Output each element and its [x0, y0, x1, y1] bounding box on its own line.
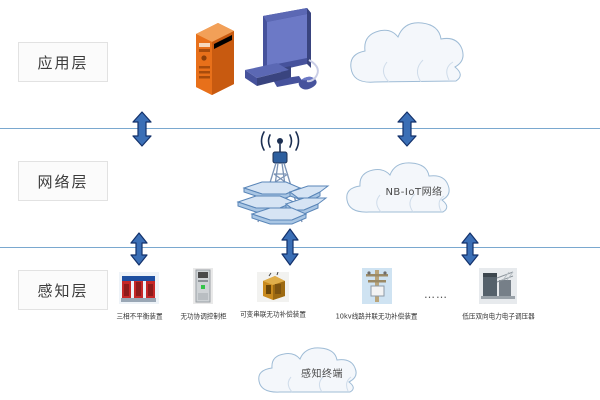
perception-cloud-label: 感知终端: [301, 368, 343, 380]
nbiot-cloud-label: NB-IoT网络: [385, 186, 443, 198]
arrow-network-to-sense-center: [279, 228, 301, 266]
server-tower-icon: [192, 20, 238, 98]
transformer-icon: [119, 272, 159, 309]
compensator-icon: [257, 271, 289, 307]
cell-tower-icon: [228, 126, 332, 233]
layer-label-perception: 感知层: [37, 281, 89, 300]
application-cloud: [345, 10, 485, 102]
sidebar-item-perception-layer[interactable]: 感知层: [18, 270, 108, 310]
cabinet-icon: [193, 268, 213, 309]
device-list-ellipsis: ……: [424, 288, 448, 301]
device-variable-series-compensation[interactable]: 可变串联无功补偿装置: [240, 271, 306, 320]
perception-terminal-cloud: 感知终端: [252, 344, 392, 400]
application-cloud-label: [345, 10, 485, 102]
divider-network-perception: [0, 247, 600, 248]
sidebar-item-application-layer[interactable]: 应用层: [18, 42, 108, 82]
device-caption: 三相不平衡装置: [115, 312, 163, 321]
device-10kv-shunt-compensation[interactable]: 10kv线路并联无功补偿装置: [336, 268, 418, 322]
regulator-icon: [479, 268, 517, 309]
desktop-computer-icon: [245, 8, 343, 108]
sidebar-item-network-layer[interactable]: 网络层: [18, 161, 108, 201]
layer-label-application: 应用层: [37, 53, 89, 72]
arrow-app-to-network-left: [131, 111, 153, 147]
arrow-network-to-sense-left: [128, 232, 150, 266]
device-caption: 低压双向电力电子调压器: [461, 312, 535, 321]
nbiot-network-cloud: NB-IoT网络: [341, 158, 487, 222]
arrow-network-to-sense-right: [459, 232, 481, 266]
device-three-phase-unbalance[interactable]: 三相不平衡装置: [110, 272, 168, 322]
device-caption: 10kv线路并联无功补偿装置: [336, 312, 418, 321]
device-caption: 无功协调控制柜: [179, 312, 227, 321]
device-caption: 可变串联无功补偿装置: [240, 310, 306, 319]
device-lv-bidirectional-regulator[interactable]: 低压双向电力电子调压器: [450, 268, 546, 322]
device-reactive-control-cabinet[interactable]: 无功协调控制柜: [176, 268, 230, 322]
pole-icon: [362, 268, 392, 309]
divider-application-network: [0, 128, 600, 129]
layer-label-network: 网络层: [37, 172, 89, 191]
arrow-app-to-network-right: [396, 111, 418, 147]
